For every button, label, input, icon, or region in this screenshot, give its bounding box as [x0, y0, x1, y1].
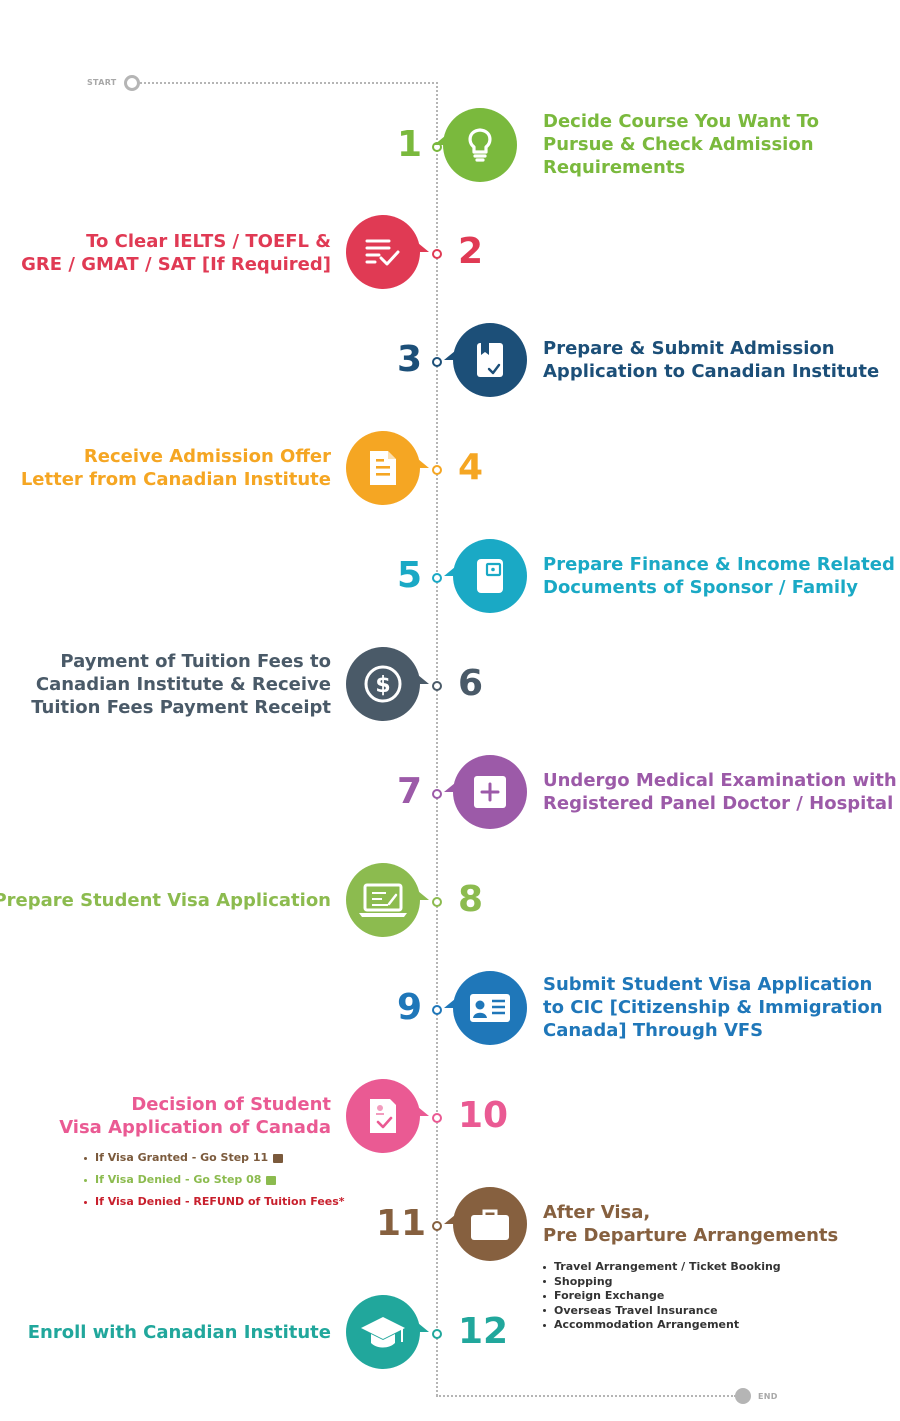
wallet-icon	[475, 557, 505, 595]
step-9-icon-badge	[444, 971, 527, 1045]
approved-document-icon	[368, 1097, 398, 1135]
medical-plus-icon	[472, 774, 508, 810]
list-item: Accommodation Arrangement	[543, 1318, 781, 1333]
step-12-title: Enroll with Canadian Institute	[27, 1322, 331, 1343]
step-12-icon-badge	[346, 1295, 429, 1369]
timeline-node-10	[432, 1113, 442, 1123]
step-11-number: 11	[376, 1203, 427, 1244]
timeline-end-marker	[735, 1388, 751, 1404]
step-11-icon-badge	[444, 1187, 527, 1261]
step-7-icon-badge	[444, 755, 527, 829]
timeline-node-4	[432, 465, 442, 475]
timeline-node-6	[432, 681, 442, 691]
step-11-checklist: Travel Arrangement / Ticket Booking Shop…	[543, 1260, 781, 1333]
briefcase-icon	[469, 1209, 511, 1242]
step-6-number: 6	[458, 663, 484, 704]
outcome-visa-granted: If Visa Granted - Go Step 11	[84, 1147, 345, 1169]
step-5-number: 5	[397, 555, 423, 596]
timeline-node-2	[432, 249, 442, 259]
step-1-number: 1	[397, 124, 423, 165]
step-2-title: To Clear IELTS / TOEFL &GRE / GMAT / SAT…	[21, 231, 331, 275]
timeline-node-8	[432, 897, 442, 907]
step-8-icon-badge	[346, 863, 429, 937]
step-2-number: 2	[458, 231, 484, 272]
id-card-icon	[468, 992, 512, 1024]
step-2-icon-badge	[346, 215, 429, 289]
step-1-icon-badge	[434, 108, 517, 182]
step-10-number: 10	[458, 1095, 509, 1136]
timeline-line	[436, 82, 438, 1396]
timeline-node-5	[432, 573, 442, 583]
bookmark-document-icon	[475, 341, 505, 379]
step-10-icon-badge	[346, 1079, 429, 1153]
step-8-number: 8	[458, 879, 484, 920]
timeline-node-11	[432, 1221, 442, 1231]
timeline-node-7	[432, 789, 442, 799]
timeline-top-line	[140, 82, 438, 84]
step-8-title: Prepare Student Visa Application	[0, 890, 331, 911]
step-11-title: After Visa,Pre Departure Arrangements	[543, 1202, 839, 1246]
step-4-number: 4	[458, 447, 484, 488]
timeline-node-9	[432, 1005, 442, 1015]
timeline-node-3	[432, 357, 442, 367]
outcome-visa-denied-retry: If Visa Denied - Go Step 08	[84, 1169, 345, 1191]
list-item: Overseas Travel Insurance	[543, 1304, 781, 1319]
step-3-icon-badge	[444, 323, 527, 397]
list-item: Foreign Exchange	[543, 1289, 781, 1304]
timeline-bottom-line	[436, 1395, 736, 1397]
laptop-icon	[266, 1175, 277, 1185]
timeline-start-label: START	[87, 78, 117, 87]
step-7-number: 7	[397, 771, 423, 812]
step-5-icon-badge	[444, 539, 527, 613]
timeline-end-label: END	[758, 1392, 778, 1401]
step-6-icon-badge	[346, 647, 429, 721]
step-10-outcomes: If Visa Granted - Go Step 11 If Visa Den…	[84, 1147, 345, 1213]
outcome-visa-denied-refund: If Visa Denied - REFUND of Tuition Fees*	[84, 1191, 345, 1213]
list-item: Shopping	[543, 1275, 781, 1290]
step-12-number: 12	[458, 1311, 509, 1352]
timeline-start-marker	[124, 75, 140, 91]
briefcase-icon	[273, 1153, 284, 1163]
step-4-icon-badge	[346, 431, 429, 505]
step-9-number: 9	[397, 987, 423, 1028]
step-3-number: 3	[397, 339, 423, 380]
document-icon	[370, 451, 396, 485]
timeline-node-12	[432, 1329, 442, 1339]
list-item: Travel Arrangement / Ticket Booking	[543, 1260, 781, 1275]
